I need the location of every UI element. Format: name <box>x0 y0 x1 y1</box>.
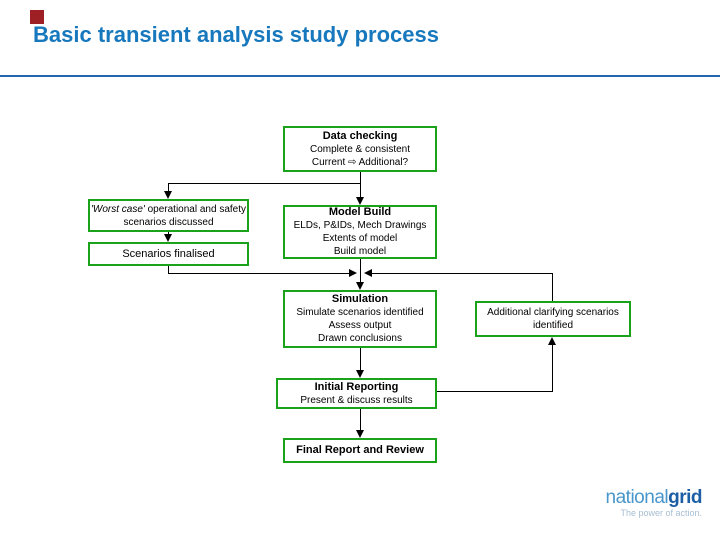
flow-connector <box>168 183 169 192</box>
brand-red-square <box>30 10 44 24</box>
flow-box-initial-reporting: Initial Reporting Present & discuss resu… <box>276 378 437 409</box>
flow-connector <box>552 345 553 392</box>
arrow-down-icon <box>356 197 364 205</box>
flow-box-final-report: Final Report and Review <box>283 438 437 463</box>
flow-connector <box>360 409 361 430</box>
flow-connector <box>168 183 361 184</box>
arrow-left-icon <box>364 269 372 277</box>
flow-box-data-checking: Data checking Complete & consistent Curr… <box>283 126 437 172</box>
box-line: Assess output <box>328 320 392 331</box>
flow-connector <box>360 259 361 282</box>
box-line: Build model <box>333 246 387 257</box>
logo-tagline: The power of action. <box>620 508 702 518</box>
box-line: Scenarios finalised <box>122 247 215 260</box>
flow-connector <box>360 183 361 198</box>
flow-connector <box>437 391 553 392</box>
flow-box-model-build: Model Build ELDs, P&IDs, Mech Drawings E… <box>283 205 437 259</box>
flow-connector <box>552 273 553 301</box>
arrow-down-icon <box>356 282 364 290</box>
box-heading: Simulation <box>331 293 389 305</box>
worst-case-italic: 'Worst case' <box>90 203 145 215</box>
arrow-down-icon <box>164 191 172 199</box>
nationalgrid-logo: nationalgrid The power of action. <box>576 487 703 519</box>
box-line: Complete & consistent <box>309 143 411 155</box>
flow-connector <box>168 266 169 274</box>
title-divider <box>0 75 720 77</box>
flow-connector <box>360 172 361 183</box>
box-heading: Initial Reporting <box>314 380 399 393</box>
flow-box-additional-scenarios: Additional clarifying scenarios identifi… <box>475 301 631 337</box>
box-heading: Data checking <box>322 129 398 142</box>
page-title: Basic transient analysis study process <box>33 22 439 47</box>
arrow-down-icon <box>356 370 364 378</box>
box-line: scenarios discussed <box>123 216 214 228</box>
box-line: ELDs, P&IDs, Mech Drawings <box>293 220 427 231</box>
box-heading: Final Report and Review <box>296 444 424 456</box>
flow-connector <box>360 348 361 370</box>
box-line: Simulate scenarios identified <box>296 307 424 318</box>
flow-box-simulation: Simulation Simulate scenarios identified… <box>283 290 437 348</box>
flow-box-scenarios-finalised: Scenarios finalised <box>88 242 249 266</box>
logo-text-grid: grid <box>668 487 702 508</box>
flow-connector <box>168 273 349 274</box>
box-line: Current ⇨ Additional? <box>311 156 409 168</box>
box-line: Drawn conclusions <box>318 333 402 344</box>
worst-case-rest: operational and safety <box>144 203 246 215</box>
flow-box-worst-case: 'Worst case' operational and safety scen… <box>88 199 249 232</box>
arrow-down-icon <box>356 430 364 438</box>
box-line: Additional clarifying scenarios <box>487 307 619 318</box>
box-line: Present & discuss results <box>300 394 413 406</box>
box-heading: Model Build <box>328 206 392 218</box>
box-line: Extents of model <box>322 233 398 244</box>
flow-connector <box>372 273 553 274</box>
logo-text-national: national <box>605 487 669 508</box>
arrow-down-icon <box>164 234 172 242</box>
arrow-up-icon <box>548 337 556 345</box>
nationalgrid-wordmark: nationalgrid <box>576 487 703 508</box>
arrow-right-icon <box>349 269 357 277</box>
box-line: 'Worst case' operational and safety <box>91 203 246 216</box>
box-line: identified <box>532 320 574 331</box>
